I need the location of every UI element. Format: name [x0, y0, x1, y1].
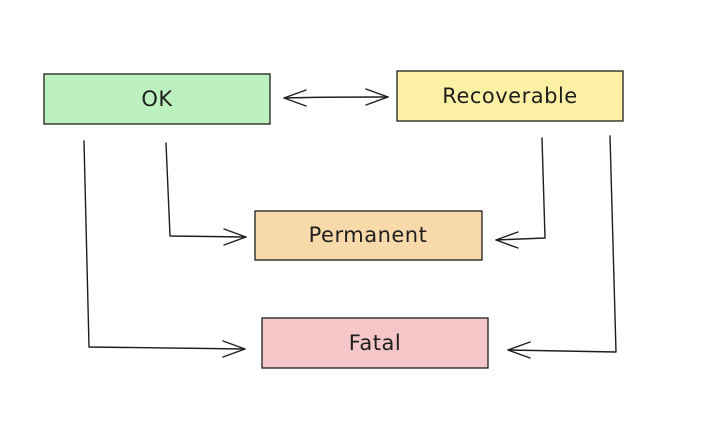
state-fatal-label: Fatal — [349, 331, 401, 355]
edge-ok-fatal — [83, 140, 246, 358]
state-permanent-label: Permanent — [309, 223, 428, 247]
state-ok-box — [43, 73, 271, 125]
edge-ok-permanent — [165, 142, 247, 246]
state-fatal-box — [261, 317, 489, 369]
state-ok: OK — [43, 73, 271, 125]
edge-ok-recoverable-line — [283, 96, 389, 99]
edge-recoverable-fatal-line — [507, 135, 617, 353]
state-recoverable-box — [396, 70, 624, 122]
edge-recoverable-permanent-arrowhead — [495, 231, 519, 249]
edge-recoverable-permanent — [495, 137, 546, 249]
state-fatal: Fatal — [261, 317, 489, 369]
edge-recoverable-fatal — [507, 135, 617, 359]
state-permanent: Permanent — [254, 210, 483, 261]
edge-ok-fatal-line — [83, 140, 246, 350]
state-recoverable: Recoverable — [396, 70, 624, 122]
state-ok-label: OK — [141, 87, 173, 111]
edge-ok-recoverable-arrowhead-right — [365, 88, 389, 106]
state-recoverable-label: Recoverable — [442, 84, 577, 108]
edge-ok-permanent-line — [165, 142, 247, 238]
state-permanent-box — [254, 210, 483, 261]
edge-ok-fatal-arrowhead — [222, 340, 246, 358]
edge-recoverable-permanent-line — [495, 137, 546, 241]
edge-ok-recoverable — [283, 88, 389, 107]
edge-ok-permanent-arrowhead — [223, 228, 247, 246]
edge-ok-recoverable-arrowhead-left — [283, 89, 307, 107]
edge-recoverable-fatal-arrowhead — [507, 341, 531, 359]
